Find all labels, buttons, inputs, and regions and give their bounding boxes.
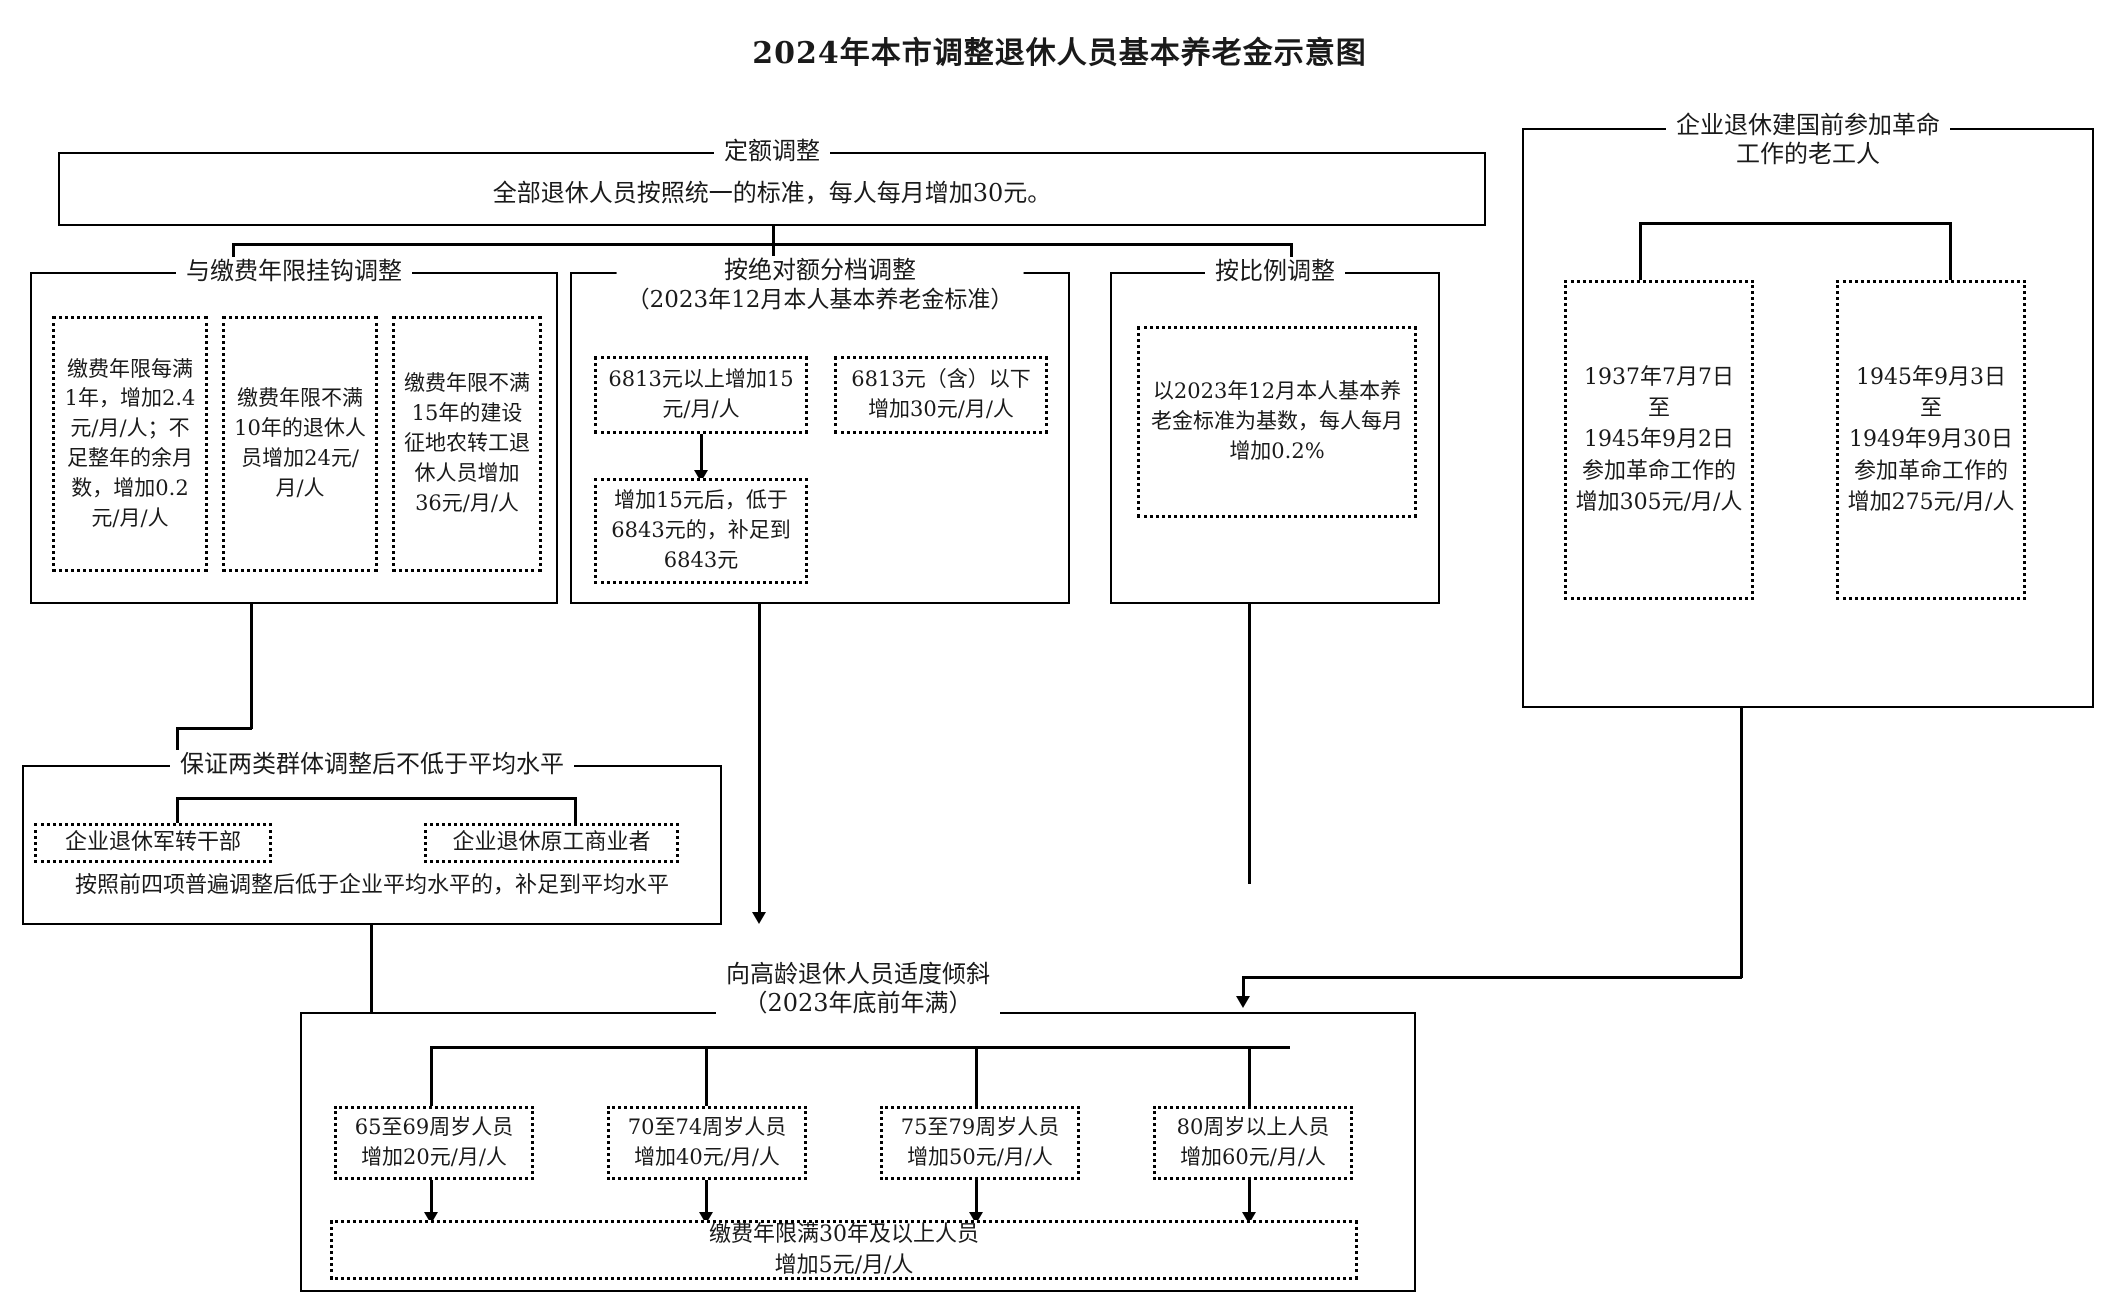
elderly-footer-line2: 增加5元/月/人 xyxy=(774,1253,914,1278)
group-guarantee: 保证两类群体调整后不低于平均水平 企业退休军转干部 企业退休原工商业者 按照前四… xyxy=(22,750,722,925)
connector-elderly-a1 xyxy=(430,1180,433,1216)
connector-to-proportional xyxy=(1290,243,1293,268)
connector-elderly-a2 xyxy=(705,1180,708,1216)
pre-founding-box-right: 1945年9月3日 至 1949年9月30日 参加革命工作的 增加275元/月/… xyxy=(1836,280,2026,600)
connector-quota-stem xyxy=(772,226,775,244)
group-elderly-tilt-label-line1: 向高龄退休人员适度倾斜 xyxy=(726,960,990,988)
connector-guarantee-left xyxy=(176,797,179,825)
page-title: 2024年本市调整退休人员基本养老金示意图 xyxy=(752,36,1367,71)
elderly-age-box-1: 65至69周岁人员 增加20元/月/人 xyxy=(334,1106,534,1180)
connector-pre-founding-down xyxy=(1740,708,1743,978)
tier-box-low: 6813元（含）以下增加30元/月/人 xyxy=(834,356,1048,434)
connector-elderly-b2 xyxy=(705,1046,708,1108)
connector-tier-to-makeup xyxy=(700,434,703,476)
group-proportional-label: 按比例调整 xyxy=(1205,257,1345,287)
proportional-body-box: 以2023年12月本人基本养老金标准为基数，每人每月增加0.2% xyxy=(1137,326,1417,518)
group-proportional: 按比例调整 以2023年12月本人基本养老金标准为基数，每人每月增加0.2% xyxy=(1110,257,1440,604)
guarantee-note: 按照前四项普遍调整后低于企业平均水平的，补足到平均水平 xyxy=(74,873,669,898)
connector-pre-founding-drop xyxy=(1242,976,1245,998)
connector-tier-down xyxy=(758,604,761,914)
connector-years-to-guarantee xyxy=(176,727,179,759)
elderly-amount-label-4: 增加60元/月/人 xyxy=(1180,1145,1326,1169)
connector-guarantee-bus xyxy=(176,797,576,800)
connector-quota-bus xyxy=(232,243,1292,246)
group-guarantee-label: 保证两类群体调整后不低于平均水平 xyxy=(170,750,574,780)
group-pre-founding-label-line2: 工作的老工人 xyxy=(1736,140,1880,169)
years-box-1: 缴费年限每满1年，增加2.4元/月/人；不足整年的余月数，增加0.2元/月/人 xyxy=(52,316,208,572)
elderly-age-label-2: 70至74周岁人员 xyxy=(627,1115,787,1140)
years-box-3: 缴费年限不满15年的建设征地农转工退休人员增加36元/月/人 xyxy=(392,316,542,572)
group-years-linked: 与缴费年限挂钩调整 缴费年限每满1年，增加2.4元/月/人；不足整年的余月数，增… xyxy=(30,257,558,604)
group-years-linked-label: 与缴费年限挂钩调整 xyxy=(176,257,412,287)
group-pre-founding-label-line1: 企业退休建国前参加革命 xyxy=(1676,111,1940,139)
elderly-amount-label-3: 增加50元/月/人 xyxy=(907,1145,1053,1169)
connector-pre-founding-right xyxy=(1949,222,1952,280)
elderly-amount-label-1: 增加20元/月/人 xyxy=(361,1145,507,1169)
elderly-age-box-3: 75至79周岁人员 增加50元/月/人 xyxy=(880,1106,1080,1180)
connector-elderly-a3 xyxy=(975,1180,978,1216)
elderly-footer-box: 缴费年限满30年及以上人员 增加5元/月/人 xyxy=(330,1220,1358,1280)
tier-box-makeup: 增加15元后，低于6843元的，补足到6843元 xyxy=(594,478,808,584)
connector-years-down xyxy=(250,604,253,729)
group-elderly-tilt-label-line2: （2023年底前年满） xyxy=(743,989,973,1018)
connector-guarantee-right xyxy=(574,797,577,825)
connector-elderly-b1 xyxy=(430,1046,433,1108)
elderly-age-label-1: 65至69周岁人员 xyxy=(354,1115,514,1140)
connector-pre-founding-bus xyxy=(1639,222,1951,225)
group-absolute-tier: 按绝对额分档调整 （2023年12月本人基本养老金标准） 6813元以上增加15… xyxy=(570,256,1070,604)
connector-years-bus xyxy=(176,727,252,730)
group-elderly-tilt: 向高龄退休人员适度倾斜 （2023年底前年满） 65至69周岁人员 增加20元/… xyxy=(300,960,1416,1292)
connector-elderly-bus xyxy=(430,1046,1290,1049)
elderly-age-label-3: 75至79周岁人员 xyxy=(900,1115,1060,1140)
connector-elderly-b3 xyxy=(975,1046,978,1108)
elderly-age-label-4: 80周岁以上人员 xyxy=(1176,1115,1330,1140)
connector-proportional-down xyxy=(1248,604,1251,884)
connector-to-years xyxy=(232,243,235,268)
guarantee-tag-left: 企业退休军转干部 xyxy=(34,823,272,863)
connector-elderly-a4 xyxy=(1248,1180,1251,1216)
elderly-age-box-2: 70至74周岁人员 增加40元/月/人 xyxy=(607,1106,807,1180)
elderly-amount-label-2: 增加40元/月/人 xyxy=(634,1145,780,1169)
quota-body-text: 全部退休人员按照统一的标准，每人每月增加30元。 xyxy=(492,179,1052,207)
connector-elderly-b4 xyxy=(1248,1046,1251,1108)
connector-to-tier xyxy=(772,243,775,268)
arrow-pre-founding-to-elderly xyxy=(1236,996,1250,1008)
elderly-age-box-4: 80周岁以上人员 增加60元/月/人 xyxy=(1153,1106,1353,1180)
arrow-tier-to-elderly xyxy=(752,912,766,924)
group-quota-adjustment: 定额调整 全部退休人员按照统一的标准，每人每月增加30元。 xyxy=(58,137,1486,226)
group-absolute-tier-label-line1: 按绝对额分档调整 xyxy=(724,256,916,284)
connector-guarantee-down xyxy=(370,925,373,1020)
group-pre-founding-workers: 企业退休建国前参加革命 工作的老工人 1937年7月7日 至 1945年9月2日… xyxy=(1522,111,2094,708)
group-absolute-tier-label-line2: （2023年12月本人基本养老金标准） xyxy=(626,287,1014,314)
tier-box-high: 6813元以上增加15元/月/人 xyxy=(594,356,808,434)
years-box-2: 缴费年限不满10年的退休人员增加24元/月/人 xyxy=(222,316,378,572)
group-quota-label: 定额调整 xyxy=(714,137,830,167)
elderly-footer-line1: 缴费年限满30年及以上人员 xyxy=(709,1221,979,1247)
pre-founding-box-left: 1937年7月7日 至 1945年9月2日 参加革命工作的 增加305元/月/人 xyxy=(1564,280,1754,600)
guarantee-tag-right: 企业退休原工商业者 xyxy=(424,823,679,863)
connector-pre-founding-left-turn xyxy=(1242,976,1742,979)
connector-pre-founding-left xyxy=(1639,222,1642,280)
